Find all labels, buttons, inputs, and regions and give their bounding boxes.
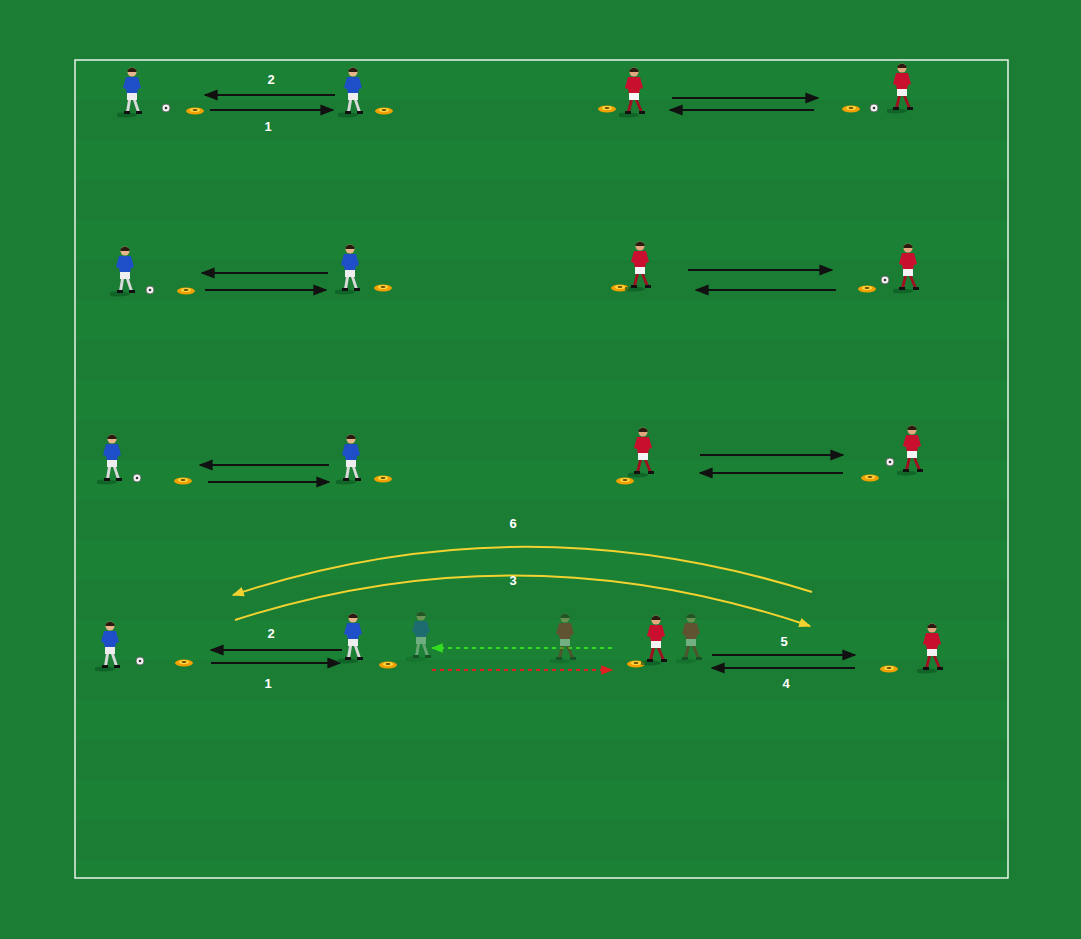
- pass-arrows: [200, 95, 855, 668]
- callout-number: 5: [780, 635, 787, 649]
- players: [91, 64, 943, 674]
- callout-number: 4: [782, 677, 789, 691]
- callout-number: 6: [509, 517, 516, 531]
- cones: [174, 106, 898, 673]
- callout-number: 1: [264, 677, 271, 691]
- long-pass-arcs: [233, 547, 812, 626]
- callout-number: 3: [509, 574, 516, 588]
- run-lines: [432, 648, 612, 670]
- callout-number: 1: [264, 120, 271, 134]
- callout-number: 2: [267, 627, 274, 641]
- callout-number: 2: [267, 73, 274, 87]
- balls: [133, 104, 894, 665]
- grass-stripes: [75, 60, 1008, 878]
- pitch-boundary: [75, 60, 1008, 878]
